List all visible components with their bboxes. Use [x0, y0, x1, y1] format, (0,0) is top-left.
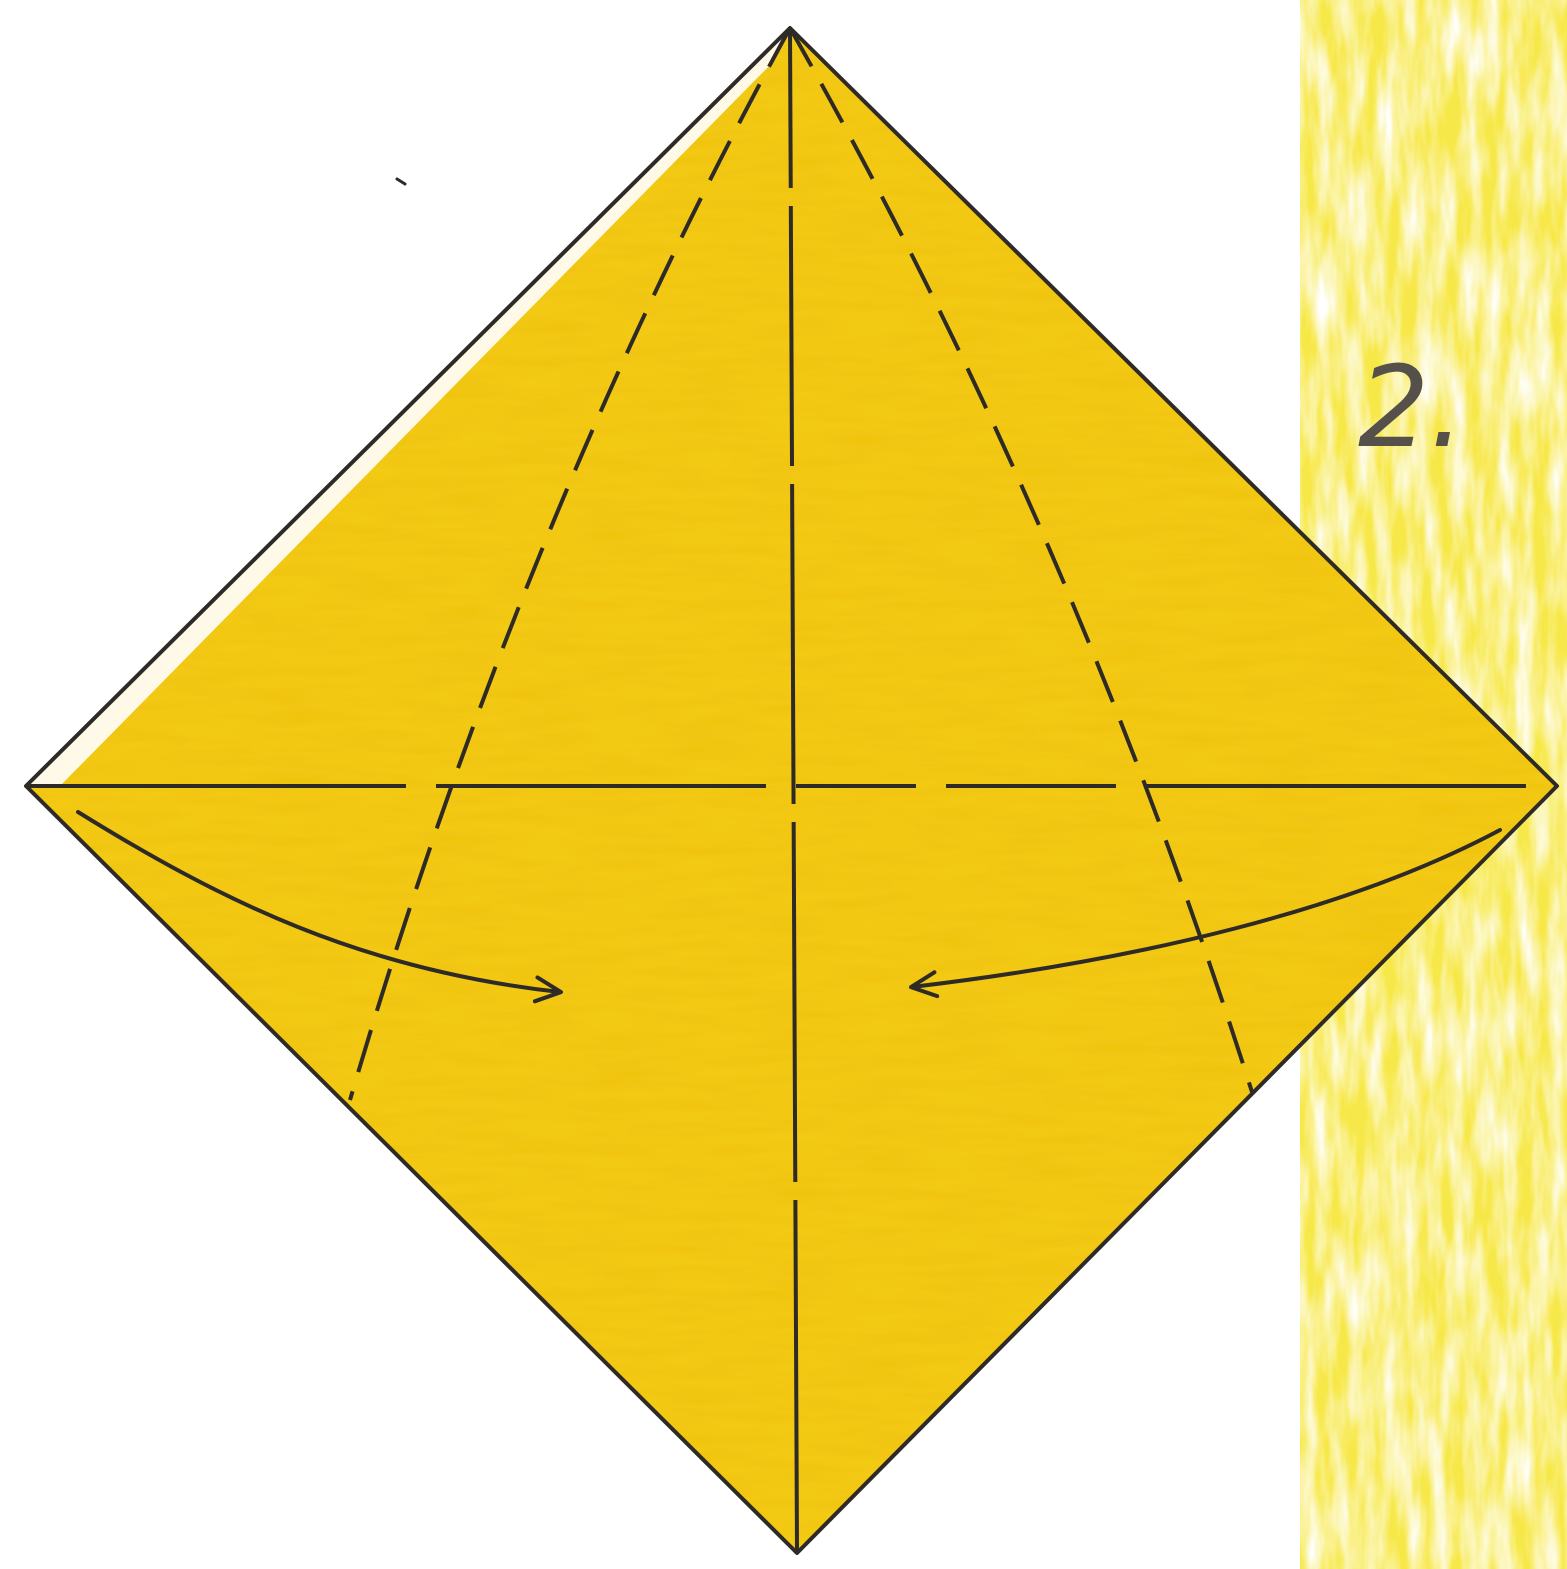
step-number: 2. — [1358, 352, 1465, 464]
ink-speck — [397, 179, 405, 184]
